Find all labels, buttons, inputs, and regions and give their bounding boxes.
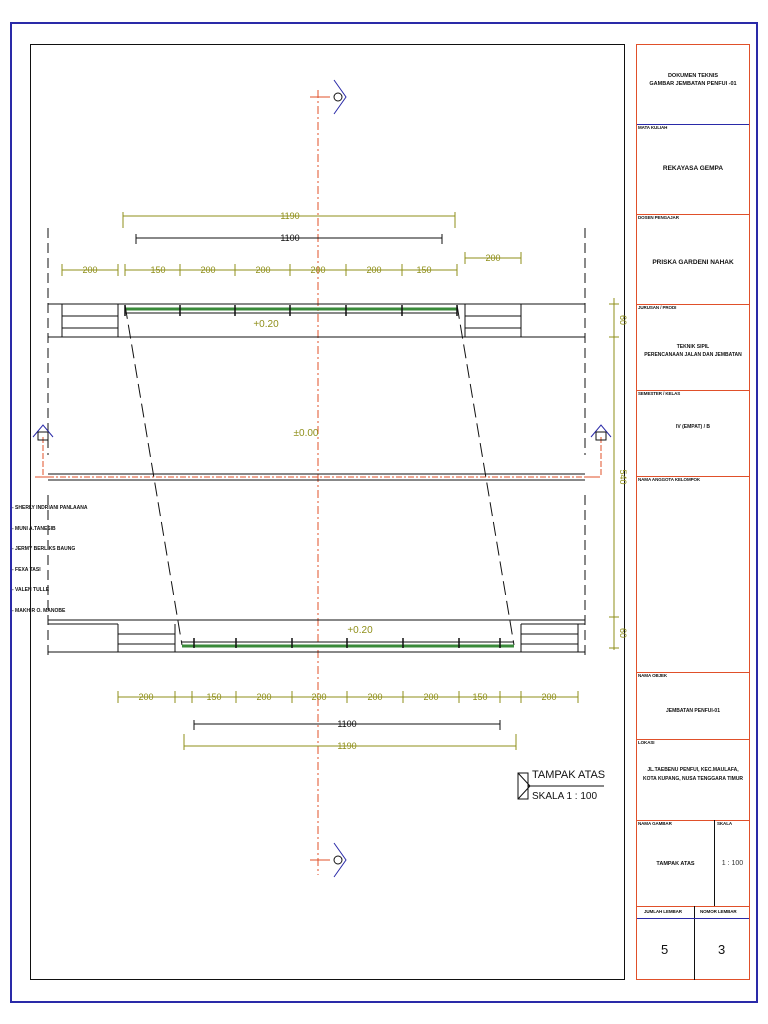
view-title: TAMPAK ATAS (532, 769, 605, 781)
matkul-value: REKAYASA GEMPA (662, 165, 724, 172)
section-marker-right (590, 424, 612, 477)
view-title-symbol (517, 772, 604, 800)
nomor-value: 3 (718, 942, 726, 957)
label-skala: SKALA (717, 821, 732, 826)
side-dim-bottom: 60 (618, 628, 628, 638)
dim-top-150b: 150 (416, 265, 431, 275)
dim-bottom-1190: 1190 (337, 741, 356, 751)
label-objek: NAMA OBJEK (638, 673, 668, 678)
view-scale: SKALA 1 : 100 (532, 791, 597, 802)
lokasi-line2: KOTA KUPANG, NUSA TENGGARA TIMUR (642, 776, 744, 782)
label-nomor: NOMOR LEMBAR (700, 909, 737, 914)
dim-top-left-200: 200 (82, 265, 97, 275)
dim-bottom-150b: 150 (472, 692, 487, 702)
member-item: - VALEN TULLE (12, 587, 50, 593)
dim-top-1190: 1190 (280, 211, 299, 221)
doc-title-line1: DOKUMEN TEKNIS (667, 73, 719, 79)
dim-top-150a: 150 (150, 265, 165, 275)
dim-bottom-right-200: 200 (541, 692, 556, 702)
member-item: - SHERLY INDRIANI PANLAANA (12, 505, 88, 511)
jurusan-line2: PERENCANAAN JALAN DAN JEMBATAN (644, 352, 742, 358)
sheet-border (10, 22, 758, 1003)
member-item: - FEXA TASI (12, 566, 41, 573)
section-marker-top (333, 79, 347, 115)
dim-top-200a: 200 (200, 265, 215, 275)
dim-bottom-150a: 150 (206, 692, 221, 702)
dim-top-200b: 200 (255, 265, 270, 275)
dim-bottom-200c: 200 (367, 692, 382, 702)
bottom-railing-band (48, 619, 585, 653)
jumlah-value: 5 (661, 942, 669, 957)
dosen-value: PRISKA GARDENI NAHAK (652, 259, 734, 266)
member-item: - MAKHIR O. MANOBE (12, 607, 66, 614)
dim-bottom-200a: 200 (256, 692, 271, 702)
section-marker-bottom (333, 842, 347, 878)
lokasi-line1: JL.TAEBENU PENFUI, KEC.MAULAFA, (647, 767, 739, 773)
dim-bottom-1100: 1100 (337, 719, 356, 729)
elevation-bottom: +0.20 (347, 625, 373, 636)
top-railing-band (48, 303, 585, 338)
side-dim-top: 60 (618, 315, 628, 325)
dim-bottom-left-200: 200 (138, 692, 153, 702)
skala-value: 1 : 100 (721, 860, 744, 867)
dim-top-right-200: 200 (485, 253, 500, 263)
title-block: DOKUMEN TEKNIS GAMBAR JEMBATAN PENFUI -0… (636, 44, 750, 980)
dim-bottom-200b: 200 (311, 692, 326, 702)
dim-top-1100: 1100 (280, 233, 299, 243)
drawing-frame (30, 44, 625, 980)
dim-top-200d: 200 (366, 265, 381, 275)
label-jumlah: JUMLAH LEMBAR (644, 909, 682, 914)
section-marker-left (32, 424, 54, 477)
semester-value: IV (EMPAT) / B (676, 424, 710, 430)
label-jurusan: JURUSAN / PRODI (638, 305, 677, 310)
doc-title-line2: GAMBAR JEMBATAN PENFUI -01 (649, 81, 737, 87)
jurusan-line1: TEKNIK SIPIL (676, 344, 710, 350)
member-item: - MUNI A.TANESIB (12, 525, 56, 532)
elevation-top: +0.20 (253, 319, 279, 330)
bridge-top-view-drawing: 1190 1100 200 150 200 200 200 200 150 20… (32, 79, 628, 878)
dim-bottom-200d: 200 (423, 692, 438, 702)
side-dim-middle: 540 (618, 469, 628, 484)
label-dosen: DOSEN PENGAJAR (638, 215, 679, 220)
member-list: - SHERLY INDRIANI PANLAANA - MUNI A.TANE… (12, 505, 87, 628)
label-semester: SEMESTER / KELAS (638, 391, 681, 396)
nama-gambar-value: TAMPAK ATAS (656, 861, 695, 867)
elevation-middle: ±0.00 (294, 428, 319, 439)
label-anggota: NAMA ANGGOTA KELOMPOK (638, 477, 701, 482)
dim-top-200c: 200 (310, 265, 325, 275)
label-matkul: MATA KULIAH (638, 125, 668, 130)
member-item: - JERMY BERLIKS BAUNG (12, 546, 76, 552)
label-nama-gambar: NAMA GAMBAR (638, 821, 672, 826)
objek-value: JEMBATAN PENFUI-01 (666, 708, 720, 714)
label-lokasi: LOKASI (638, 740, 655, 745)
